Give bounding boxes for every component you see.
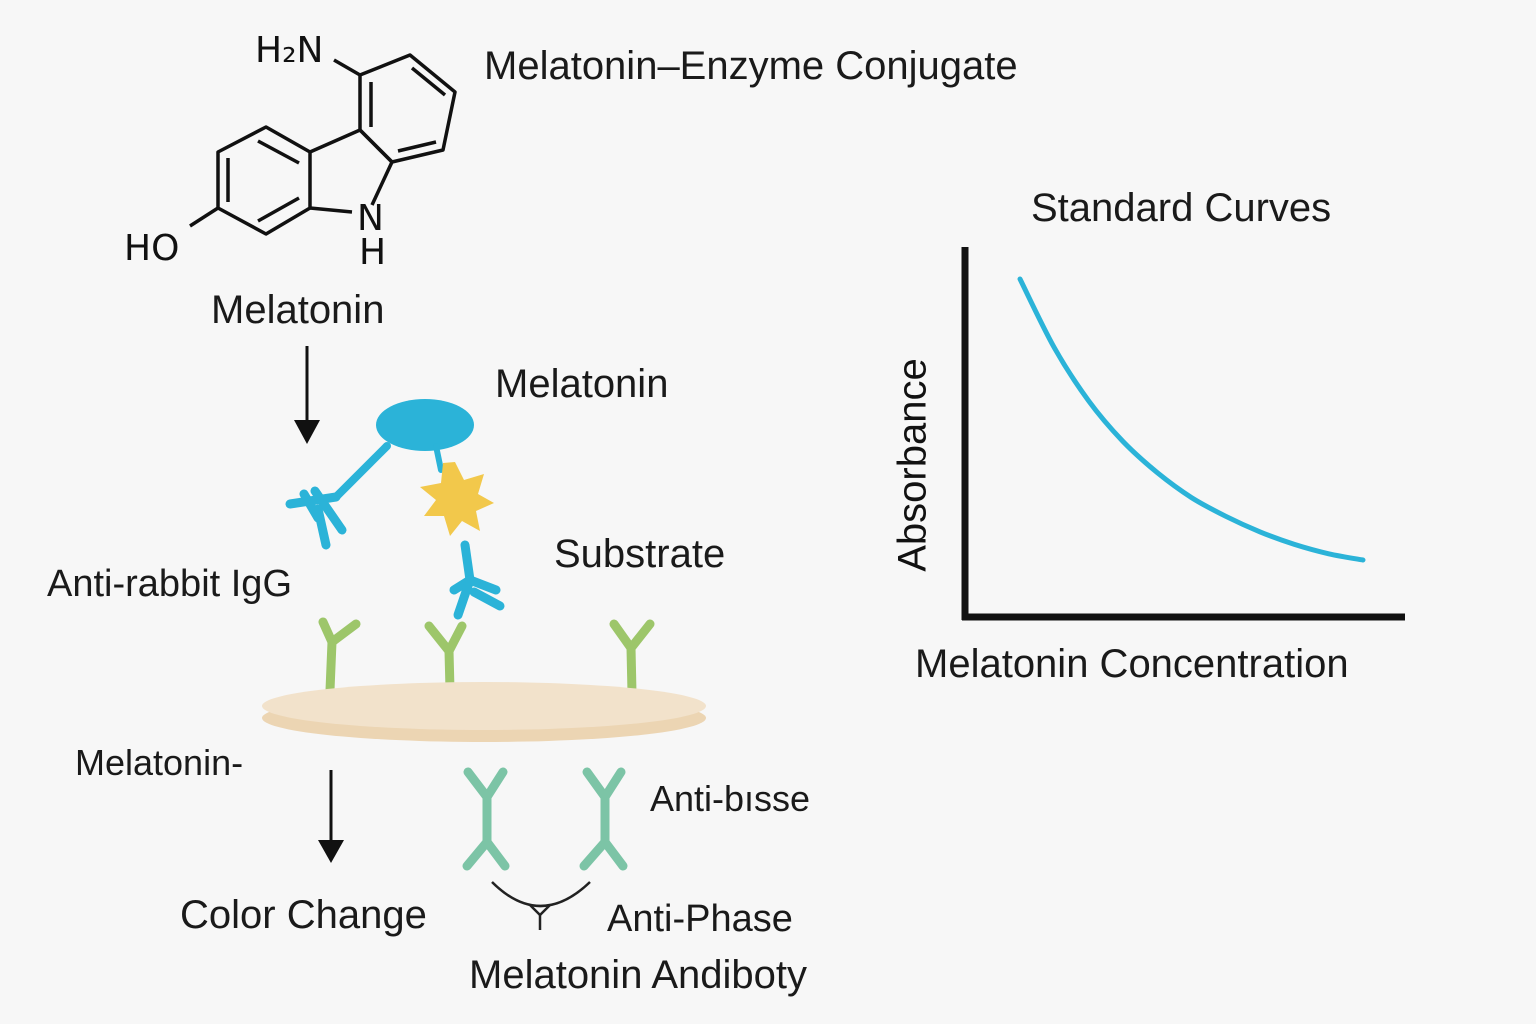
- melatonin-structure: [189, 53, 457, 236]
- down-arrow-top: [294, 346, 320, 444]
- y-axis-label: Absorbance: [890, 358, 935, 572]
- hydroxyl-label: HO: [124, 228, 179, 269]
- anti-bisse-label: Anti-bısse: [650, 778, 811, 819]
- x-axis-label: Melatonin Concentration: [915, 642, 1349, 686]
- anti-phase-label: Anti-Phase: [607, 898, 793, 940]
- melatonin-antibody-label: Melatonin Andiboty: [469, 953, 808, 997]
- conjugate-complex: [285, 399, 505, 620]
- nh-hydrogen-label: H: [359, 232, 386, 273]
- conjugate-label: Melatonin–Enzyme Conjugate: [484, 44, 1018, 88]
- standard-curve-chart: [961, 247, 1405, 621]
- teal-antibodies: [462, 767, 628, 871]
- melatonin-dash-label: Melatonin-: [75, 742, 244, 783]
- green-antibody-1: [318, 617, 361, 649]
- melatonin-name-label: Melatonin: [211, 288, 385, 332]
- melatonin-top-label: Melatonin: [495, 362, 669, 406]
- green-antibody-2: [424, 621, 467, 660]
- down-arrow-bottom: [318, 770, 344, 863]
- well-plate: [262, 682, 706, 742]
- bound-blue-antibody: [449, 540, 505, 620]
- substrate-star: [420, 462, 494, 536]
- melatonin-blob: [376, 399, 474, 451]
- chart-title: Standard Curves: [1031, 186, 1332, 230]
- anti-rabbit-igg-label: Anti-rabbit IgG: [47, 563, 292, 605]
- nitrogen-label: N: [357, 198, 384, 239]
- right-ring: [358, 53, 457, 164]
- substrate-label: Substrate: [554, 532, 726, 576]
- absorbance-curve: [1017, 276, 1366, 563]
- amine-label: H₂N: [255, 30, 323, 71]
- bracket-antibody: [491, 881, 591, 930]
- color-change-label: Color Change: [180, 893, 427, 937]
- pyrrole-ring: [309, 128, 394, 206]
- anti-rabbit-antibody: [285, 486, 347, 550]
